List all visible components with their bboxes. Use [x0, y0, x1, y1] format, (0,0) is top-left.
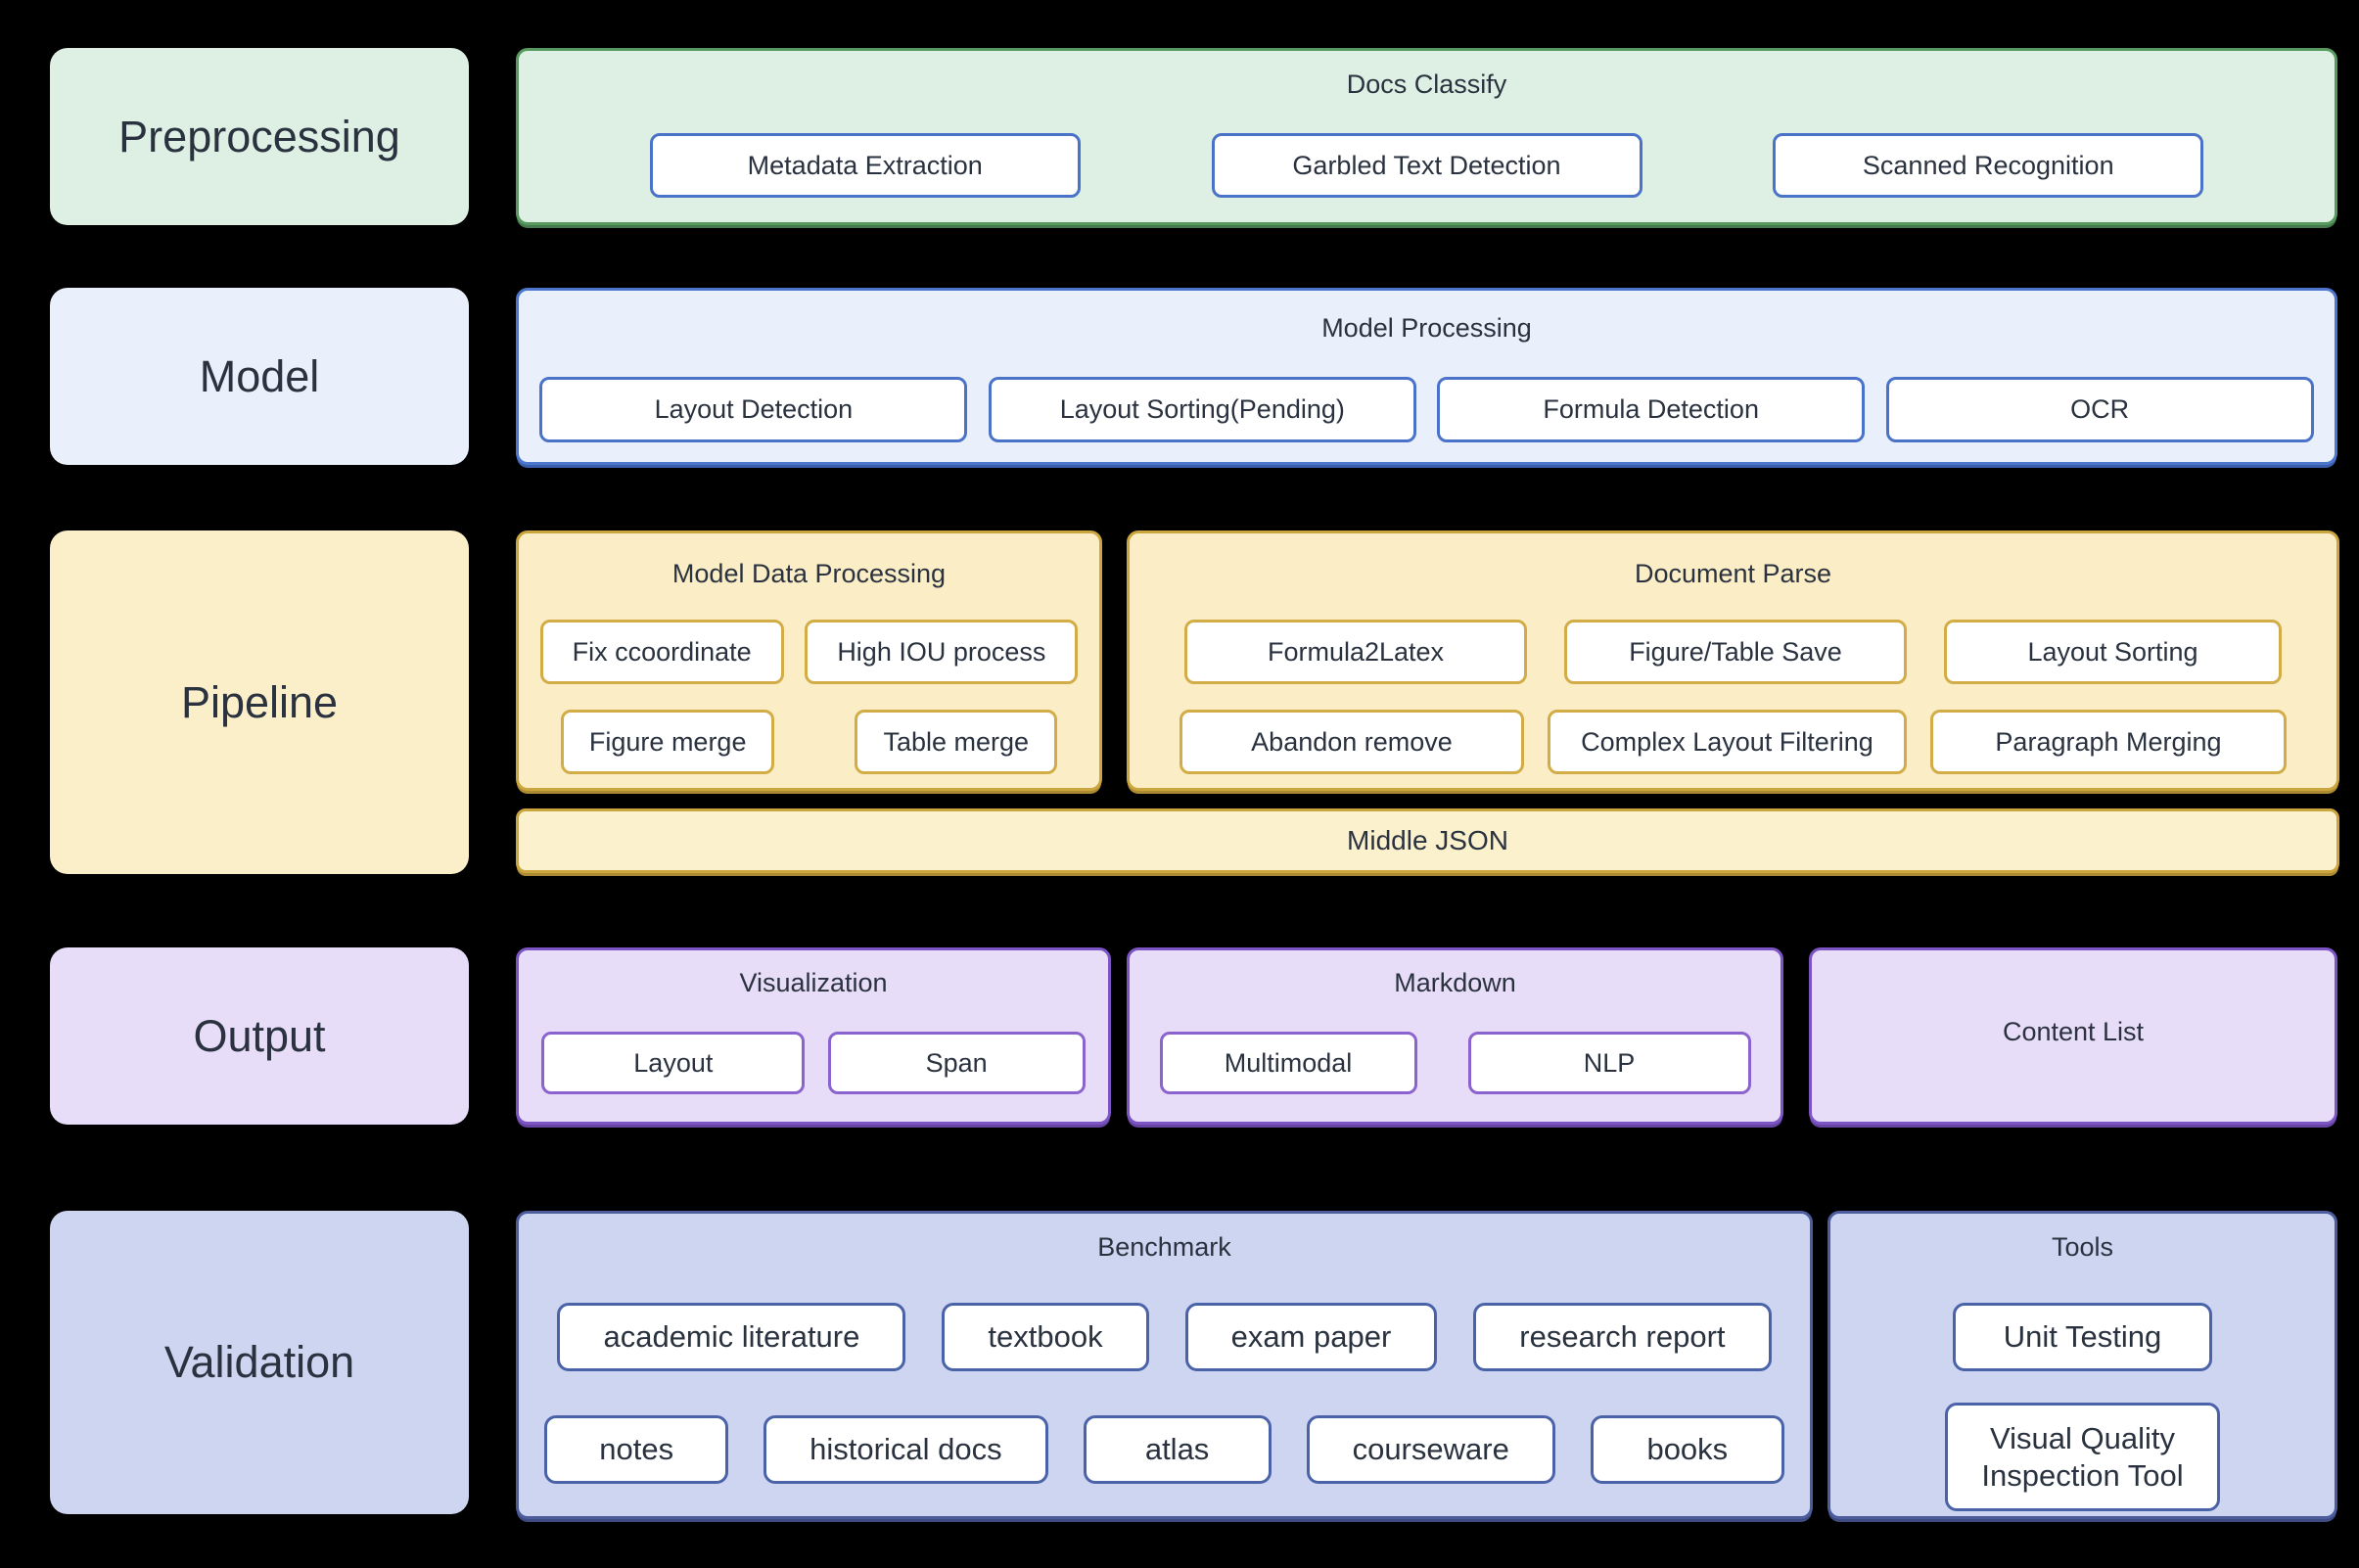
document-parse-nodes-row-2: Abandon remove Complex Layout Filtering … — [1130, 710, 2336, 774]
tools-node-row-2: Visual Quality Inspection Tool — [1830, 1403, 2335, 1511]
node-layout-detection: Layout Detection — [539, 377, 968, 442]
node-garbled-text-detection: Garbled Text Detection — [1211, 133, 1642, 198]
group-document-parse: Document Parse Formula2Latex Figure/Tabl… — [1127, 530, 2339, 791]
node-courseware: courseware — [1306, 1415, 1555, 1484]
group-title-model-processing: Model Processing — [1321, 313, 1532, 343]
node-historical-docs: historical docs — [763, 1415, 1048, 1484]
document-parse-nodes-row-1: Formula2Latex Figure/Table Save Layout S… — [1130, 620, 2336, 684]
middle-json-bar: Middle JSON — [516, 808, 2339, 873]
group-title-visualization: Visualization — [739, 968, 888, 997]
group-docs-classify: Docs Classify Metadata Extraction Garble… — [516, 48, 2337, 225]
benchmark-nodes-row-1: academic literature textbook exam paper … — [519, 1303, 1810, 1371]
node-layout-sorting-pending: Layout Sorting(Pending) — [988, 377, 1416, 442]
group-title-benchmark: Benchmark — [1097, 1232, 1231, 1262]
node-span: Span — [827, 1032, 1086, 1094]
node-abandon-remove: Abandon remove — [1180, 710, 1524, 774]
node-table-merge: Table merge — [855, 710, 1058, 774]
visualization-nodes: Layout Span — [519, 1032, 1108, 1094]
node-high-iou-process: High IOU process — [805, 620, 1079, 684]
tools-node-row-1: Unit Testing — [1830, 1303, 2335, 1371]
node-multimodal: Multimodal — [1159, 1032, 1417, 1094]
node-layout-sorting: Layout Sorting — [1944, 620, 2282, 684]
benchmark-nodes-row-2: notes historical docs atlas courseware b… — [519, 1415, 1810, 1484]
stage-label-output: Output — [50, 947, 469, 1125]
group-content-list: Content List — [1809, 947, 2337, 1125]
node-unit-testing: Unit Testing — [1953, 1303, 2212, 1371]
group-markdown: Markdown Multimodal NLP — [1127, 947, 1783, 1125]
group-title-content-list: Content List — [2002, 1016, 2145, 1046]
node-layout: Layout — [541, 1032, 806, 1094]
node-exam-paper: exam paper — [1184, 1303, 1438, 1371]
group-title-model-data-processing: Model Data Processing — [671, 559, 947, 588]
node-ocr: OCR — [1885, 377, 2314, 442]
mdp-nodes-row-1: Fix ccoordinate High IOU process — [519, 620, 1099, 684]
node-fix-ccoordinate: Fix ccoordinate — [539, 620, 784, 684]
node-metadata-extraction: Metadata Extraction — [649, 133, 1081, 198]
group-title-markdown: Markdown — [1394, 968, 1516, 997]
node-academic-literature: academic literature — [557, 1303, 906, 1371]
node-paragraph-merging: Paragraph Merging — [1930, 710, 2287, 774]
group-title-tools: Tools — [2051, 1232, 2114, 1262]
docs-classify-nodes: Metadata Extraction Garbled Text Detecti… — [519, 133, 2335, 198]
group-title-docs-classify: Docs Classify — [1346, 69, 1507, 99]
group-benchmark: Benchmark academic literature textbook e… — [516, 1211, 1813, 1519]
node-formula-detection: Formula Detection — [1437, 377, 1866, 442]
stage-label-model: Model — [50, 288, 469, 465]
node-textbook: textbook — [942, 1303, 1149, 1371]
node-research-report: research report — [1473, 1303, 1772, 1371]
node-figure-merge: Figure merge — [560, 710, 775, 774]
node-formula2latex: Formula2Latex — [1184, 620, 1527, 684]
group-title-document-parse: Document Parse — [1634, 559, 1832, 588]
node-scanned-recognition: Scanned Recognition — [1773, 133, 2204, 198]
node-figure-table-save: Figure/Table Save — [1564, 620, 1907, 684]
group-model-data-processing: Model Data Processing Fix ccoordinate Hi… — [516, 530, 1102, 791]
model-processing-nodes: Layout Detection Layout Sorting(Pending)… — [519, 377, 2335, 442]
group-visualization: Visualization Layout Span — [516, 947, 1111, 1125]
mdp-nodes-row-2: Figure merge Table merge — [519, 710, 1099, 774]
markdown-nodes: Multimodal NLP — [1130, 1032, 1781, 1094]
group-tools: Tools Unit Testing Visual Quality Inspec… — [1827, 1211, 2337, 1519]
node-notes: notes — [544, 1415, 729, 1484]
stage-label-validation: Validation — [50, 1211, 469, 1514]
stage-label-preprocessing: Preprocessing — [50, 48, 469, 225]
node-visual-quality-inspection-tool: Visual Quality Inspection Tool — [1945, 1403, 2220, 1511]
stage-label-pipeline: Pipeline — [50, 530, 469, 874]
group-model-processing: Model Processing Layout Detection Layout… — [516, 288, 2337, 465]
node-atlas: atlas — [1083, 1415, 1272, 1484]
node-complex-layout-filtering: Complex Layout Filtering — [1548, 710, 1907, 774]
node-books: books — [1590, 1415, 1784, 1484]
node-nlp: NLP — [1467, 1032, 1751, 1094]
